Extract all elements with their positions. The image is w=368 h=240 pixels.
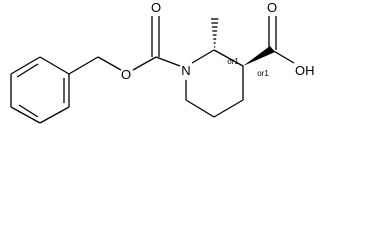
benzene-bond xyxy=(10,56,41,75)
benzene-inner-bond xyxy=(18,104,39,118)
ring-ch2-bond xyxy=(68,56,99,75)
carbonyl-nitrogen-bond xyxy=(155,56,181,67)
acid-hydroxyl-bond xyxy=(271,49,295,64)
carbamate-ether-oxygen-label: O xyxy=(121,67,131,82)
carboxyl-bold-wedge xyxy=(243,46,275,66)
ch2-oxygen-bond xyxy=(97,56,122,71)
benzene-bond xyxy=(39,56,70,75)
ring-bond-c2-c3 xyxy=(213,49,244,67)
ring-nitrogen-label: N xyxy=(181,63,190,78)
carbamate-carbonyl-oxygen-label: O xyxy=(151,0,161,15)
oxygen-carbonyl-carbon-bond xyxy=(132,56,157,71)
benzene-ring xyxy=(10,56,70,124)
acid-hydroxyl-label: OH xyxy=(295,63,315,78)
ring-bond-c4-c5 xyxy=(213,99,244,118)
chemical-structure: O O N or1 or1 O OH xyxy=(10,0,315,124)
piperidine-ring xyxy=(185,49,244,118)
ring-bond-c5-c6 xyxy=(185,99,215,118)
ring-bond-n-c2 xyxy=(191,49,215,64)
methyl-hashed-wedge xyxy=(211,18,219,48)
benzene-bond xyxy=(39,106,70,124)
benzene-inner-bond xyxy=(16,63,39,78)
benzene-bond xyxy=(10,106,41,124)
stereo-label-c2: or1 xyxy=(227,57,239,66)
acid-carbonyl-oxygen-label: O xyxy=(267,0,277,15)
stereo-label-c3: or1 xyxy=(257,69,269,78)
